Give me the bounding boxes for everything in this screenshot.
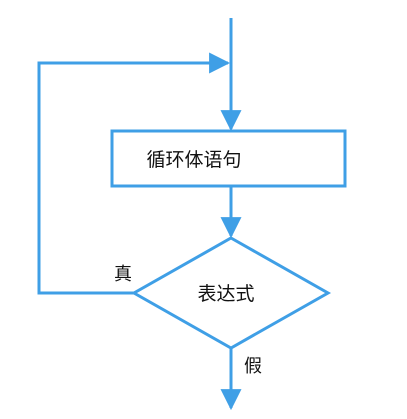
false-edge-label: 假 <box>244 356 262 377</box>
loop-back-arrow <box>37 52 231 295</box>
true-edge-label: 真 <box>114 264 132 285</box>
loop-body-label: 循环体语句 <box>146 149 241 171</box>
decision-label: 表达式 <box>197 283 254 305</box>
loop-body-box <box>110 129 347 188</box>
